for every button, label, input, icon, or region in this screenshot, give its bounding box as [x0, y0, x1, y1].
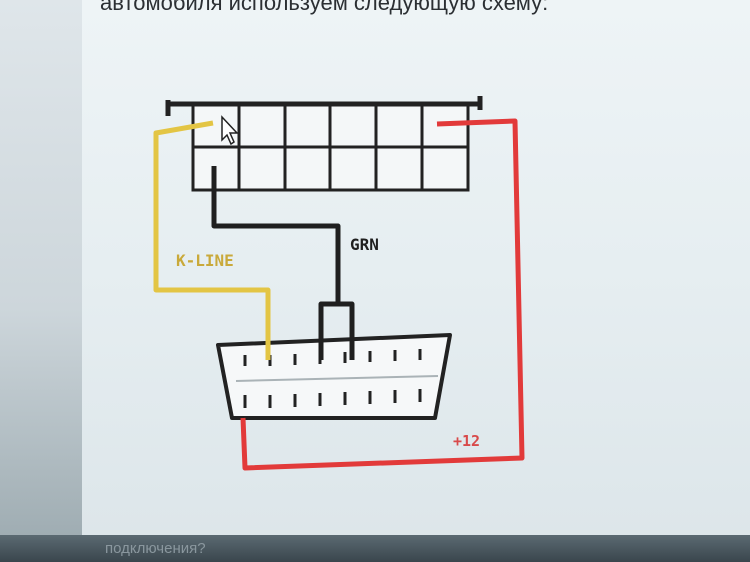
grn-label: GRN [350, 235, 379, 254]
web-page: автомобиля используем следующую схему: [82, 0, 750, 535]
plus12-label: +12 [453, 432, 480, 450]
k-line-wire [153, 120, 271, 360]
k-line-label: K-LINE [176, 251, 234, 270]
power-wire [240, 118, 525, 471]
grn-fork [318, 301, 355, 360]
footer-text: подключения? [105, 540, 206, 557]
bottom-bar [0, 535, 750, 562]
article-text: автомобиля используем следующую схему: [100, 0, 549, 15]
obd2-connector [216, 333, 452, 420]
grn-wire [211, 166, 341, 304]
mouse-cursor-icon [221, 115, 239, 146]
ecu-connector [165, 96, 483, 192]
screen-left-panel [0, 0, 82, 562]
